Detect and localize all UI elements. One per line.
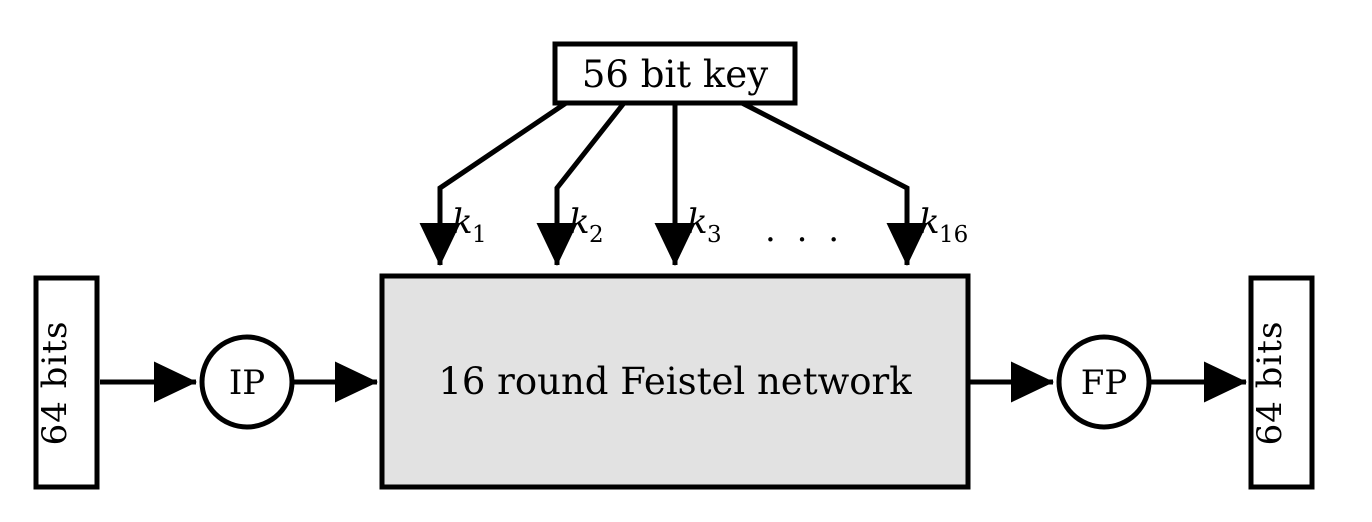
input-block-box[interactable] — [33, 275, 100, 490]
fp-node[interactable] — [1056, 334, 1152, 430]
round-key-ellipsis: . . . — [765, 210, 844, 250]
round-key-base-k3: k — [687, 202, 708, 242]
keyline-k1 — [419, 100, 568, 267]
feistel-network-label: 16 round Feistel network — [438, 360, 912, 403]
round-key-sub-k16: 16 — [939, 222, 968, 248]
round-key-label-k1: k 1 — [452, 202, 487, 248]
output-block-label: 64 bits — [1250, 321, 1290, 446]
ip-node[interactable] — [199, 334, 295, 430]
round-key-base-k1: k — [452, 202, 473, 242]
round-key-base-k16: k — [919, 202, 940, 242]
key-box-label: 56 bit key — [582, 53, 768, 96]
feistel-network-box[interactable] — [379, 273, 971, 490]
keyline-k16 — [740, 100, 928, 267]
output-block-box[interactable] — [1248, 275, 1315, 490]
round-key-label-k3: k 3 — [687, 202, 722, 248]
fp-node-label: FP — [1081, 363, 1127, 403]
round-key-sub-k2: 2 — [589, 222, 604, 248]
round-key-label-k16: k 16 — [919, 202, 968, 248]
keyline-k2 — [536, 101, 626, 267]
round-key-sub-k3: 3 — [707, 222, 722, 248]
key-box[interactable] — [552, 41, 798, 106]
input-block-label: 64 bits — [35, 321, 75, 446]
round-key-label-k2: k 2 — [569, 202, 604, 248]
ip-node-label: IP — [229, 363, 265, 403]
round-key-sub-k1: 1 — [472, 222, 487, 248]
round-key-base-k2: k — [569, 202, 590, 242]
